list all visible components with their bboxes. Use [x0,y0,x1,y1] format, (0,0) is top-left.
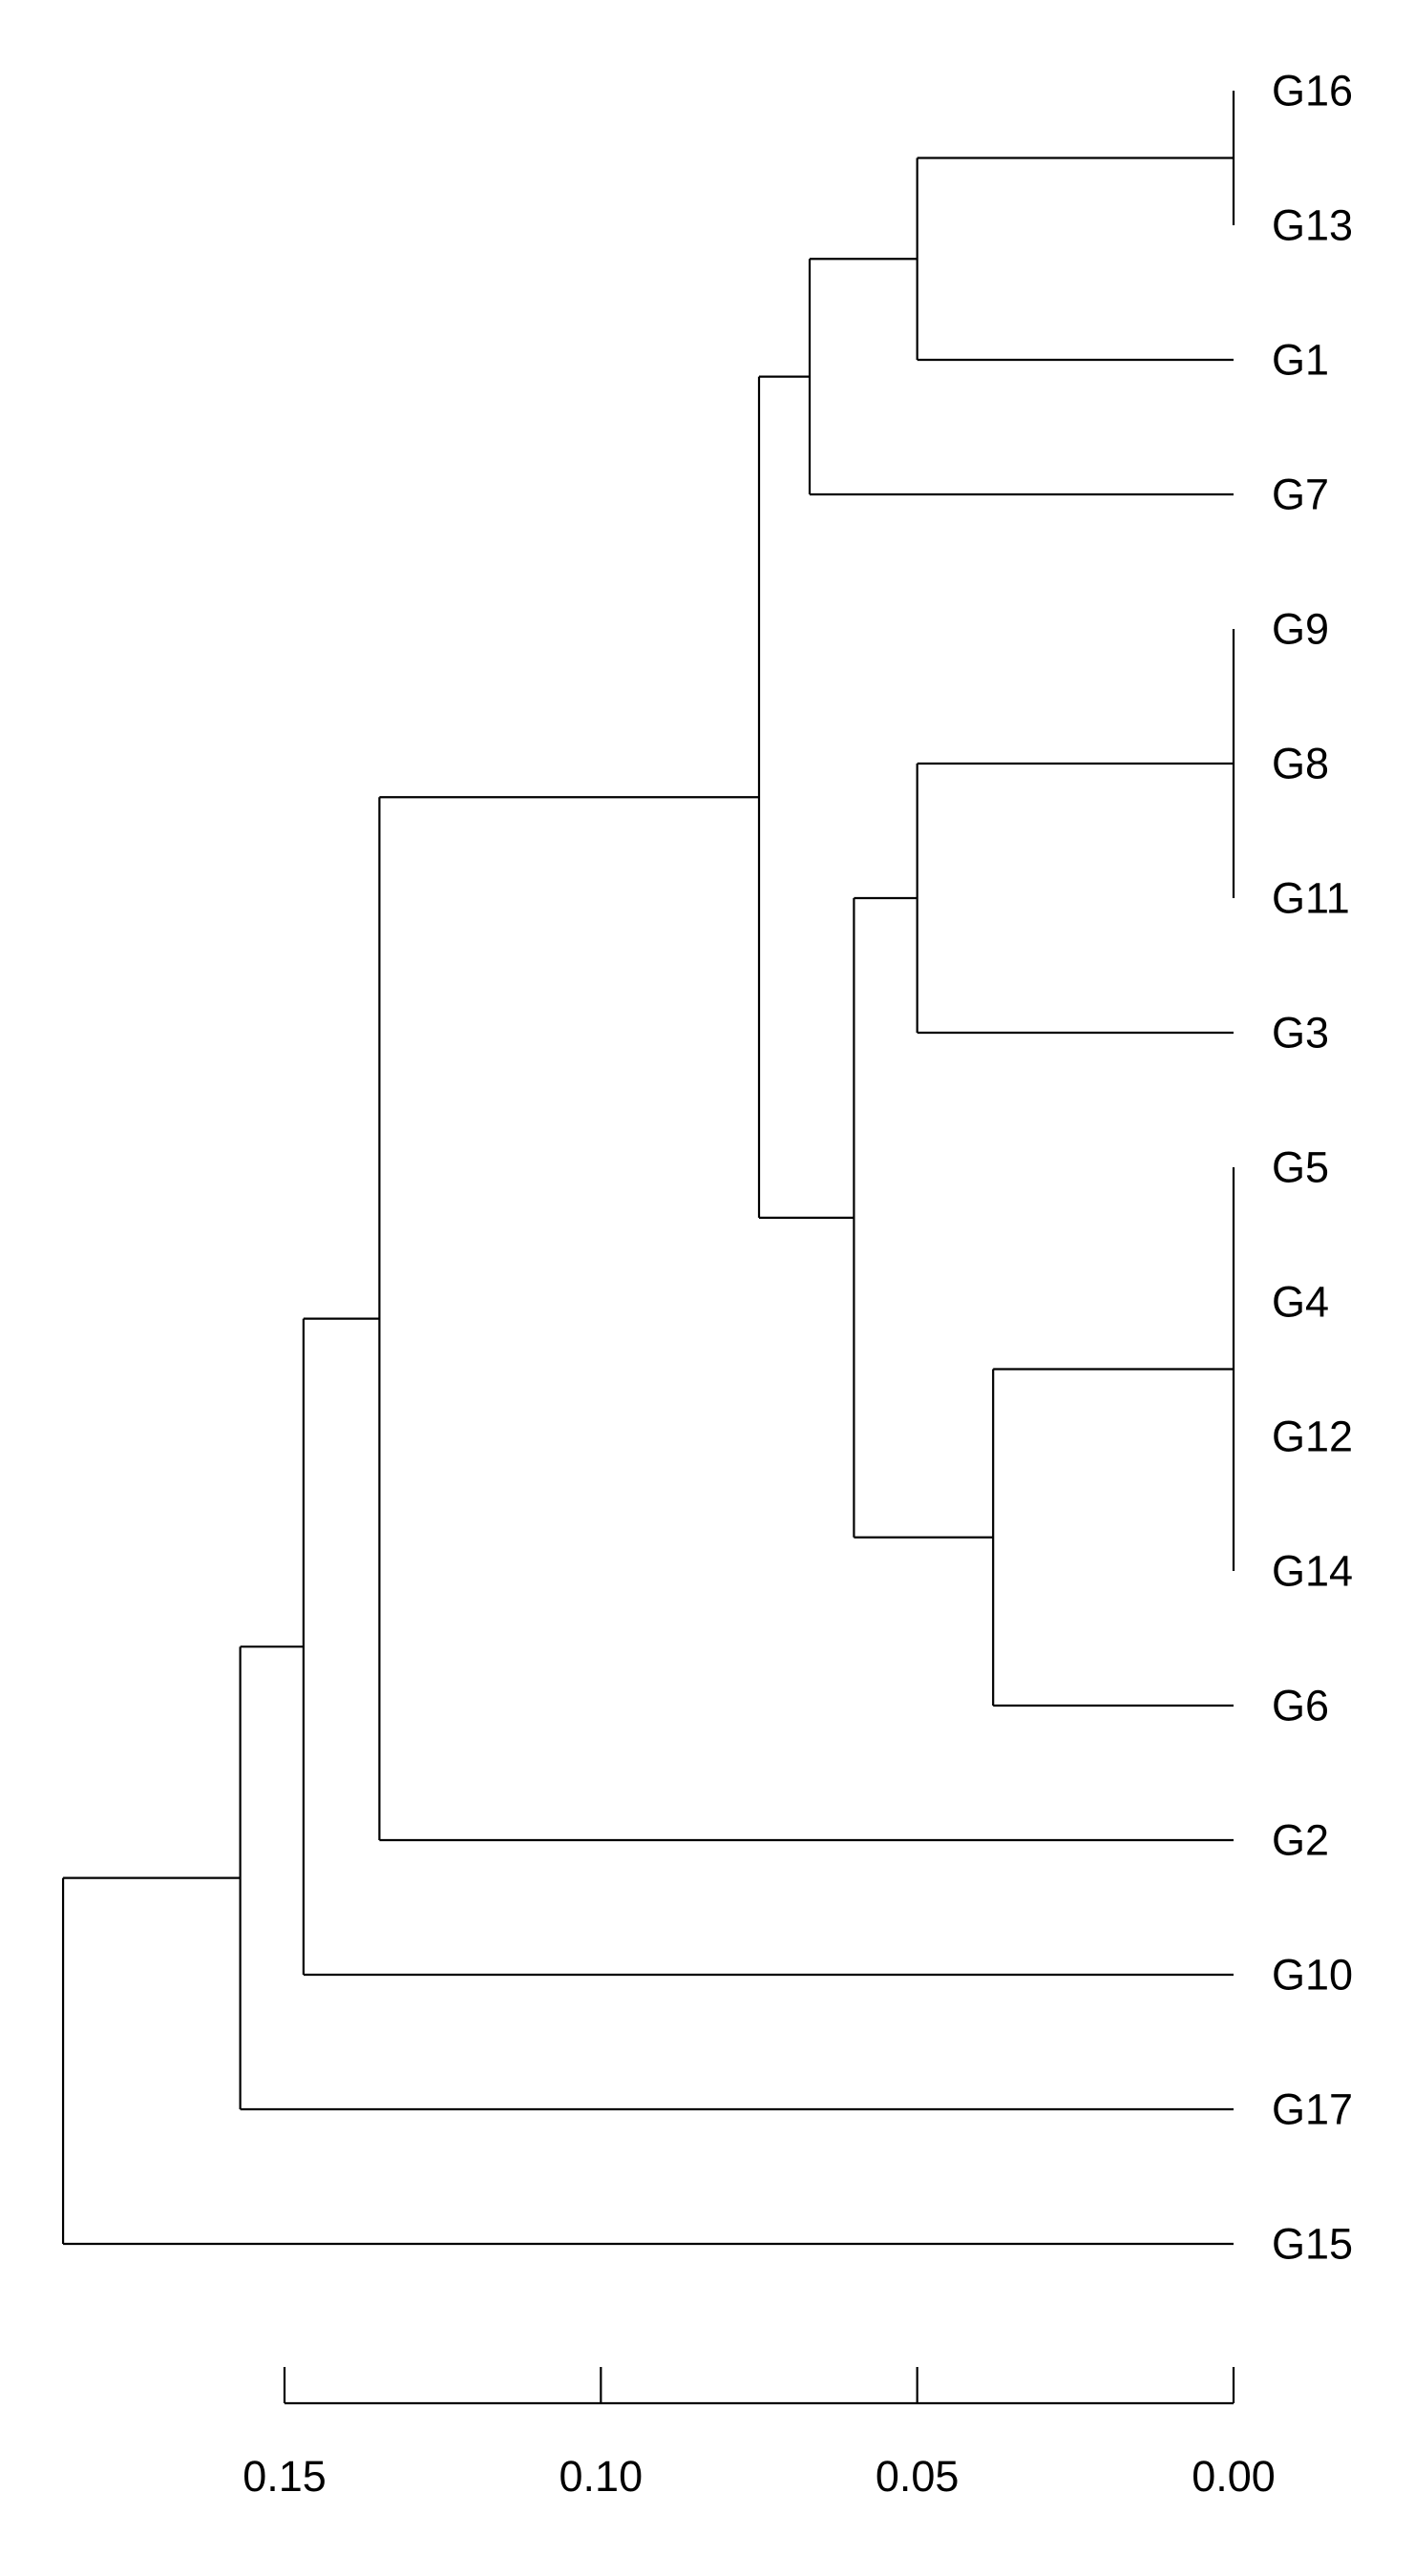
leaf-label-group: G16G13G1G7G9G8G11G3G5G4G12G14G6G2G10G17G… [1272,67,1353,2269]
leaf-label-g7: G7 [1272,471,1329,519]
leaf-label-g5: G5 [1272,1143,1329,1192]
axis-tick-label-0.10: 0.10 [559,2452,644,2501]
leaf-label-g8: G8 [1272,740,1329,788]
distance-axis: 0.15 0.10 0.05 0.00 [243,2367,1276,2501]
leaf-label-g9: G9 [1272,605,1329,654]
leaf-label-g4: G4 [1272,1278,1329,1327]
branch-group [61,91,1235,2246]
axis-tick-label-0.05: 0.05 [876,2452,960,2501]
leaf-label-g17: G17 [1272,2085,1353,2134]
leaf-label-g12: G12 [1272,1413,1353,1461]
leaf-label-g15: G15 [1272,2220,1353,2269]
leaf-label-g10: G10 [1272,1951,1353,2000]
leaf-label-g3: G3 [1272,1009,1329,1058]
axis-tick-label-0.00: 0.00 [1192,2452,1276,2501]
axis-tick-label-0.15: 0.15 [243,2452,327,2501]
leaf-label-g11: G11 [1272,874,1350,923]
leaf-label-g14: G14 [1272,1547,1353,1596]
leaf-label-g6: G6 [1272,1682,1329,1730]
leaf-label-g2: G2 [1272,1816,1329,1865]
leaf-label-g1: G1 [1272,336,1329,385]
leaf-label-g13: G13 [1272,201,1353,250]
leaf-label-g16: G16 [1272,67,1353,115]
